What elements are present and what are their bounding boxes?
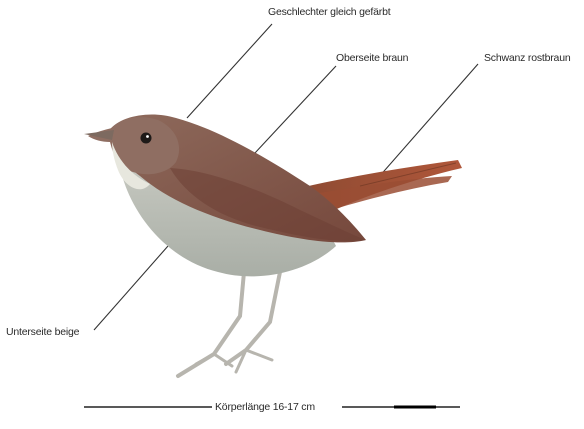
- label-underparts: Unterseite beige: [6, 326, 79, 338]
- bird-head: [88, 117, 179, 174]
- label-body-length: Körperlänge 16-17 cm: [212, 401, 318, 413]
- label-sexes: Geschlechter gleich gefärbt: [268, 6, 390, 18]
- label-tail: Schwanz rostbraun: [484, 52, 570, 64]
- leader-line-sexes: [187, 24, 272, 118]
- leader-line-upperparts: [254, 66, 336, 154]
- leader-line-tail: [378, 64, 478, 178]
- label-upperparts: Oberseite braun: [336, 52, 408, 64]
- bird-eye: [141, 133, 152, 144]
- leader-line-underparts: [94, 246, 168, 330]
- bird-legs: [178, 272, 280, 376]
